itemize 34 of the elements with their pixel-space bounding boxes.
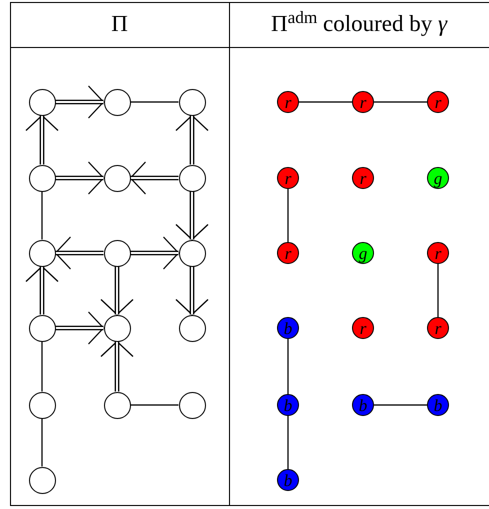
- coloured-node: b: [277, 394, 299, 416]
- graph-node: [104, 392, 130, 418]
- graph-node: [104, 240, 130, 266]
- graph-node: [104, 164, 130, 192]
- graph-node: [104, 88, 130, 116]
- coloured-node: b: [427, 394, 449, 416]
- coloured-node: r: [352, 317, 374, 339]
- coloured-node: g: [352, 242, 374, 264]
- graph-node: [178, 240, 206, 266]
- coloured-node: r: [352, 167, 374, 189]
- graph-node: [28, 164, 56, 192]
- column-header: Π: [111, 10, 128, 38]
- graph-node: [28, 88, 56, 116]
- coloured-node: r: [277, 242, 299, 264]
- coloured-node: b: [277, 469, 299, 491]
- coloured-node: r: [427, 317, 449, 339]
- graph-node: [28, 240, 56, 266]
- graph-node: [178, 88, 206, 116]
- coloured-node: r: [427, 242, 449, 264]
- coloured-node: b: [352, 394, 374, 416]
- graph-node: [178, 314, 206, 342]
- graph-node: [28, 314, 56, 342]
- coloured-node: r: [352, 91, 374, 113]
- coloured-node: r: [277, 91, 299, 113]
- graph-node: [104, 314, 130, 342]
- graph-node: [178, 164, 206, 192]
- coloured-node: g: [427, 167, 449, 189]
- coloured-node: b: [277, 317, 299, 339]
- coloured-node: r: [427, 91, 449, 113]
- column-header: Π$^{adm}$ coloured by γ: [270, 7, 448, 38]
- coloured-node: r: [277, 167, 299, 189]
- graph-node: [28, 392, 56, 418]
- graph-node: [28, 466, 56, 494]
- graph-node: [178, 392, 206, 418]
